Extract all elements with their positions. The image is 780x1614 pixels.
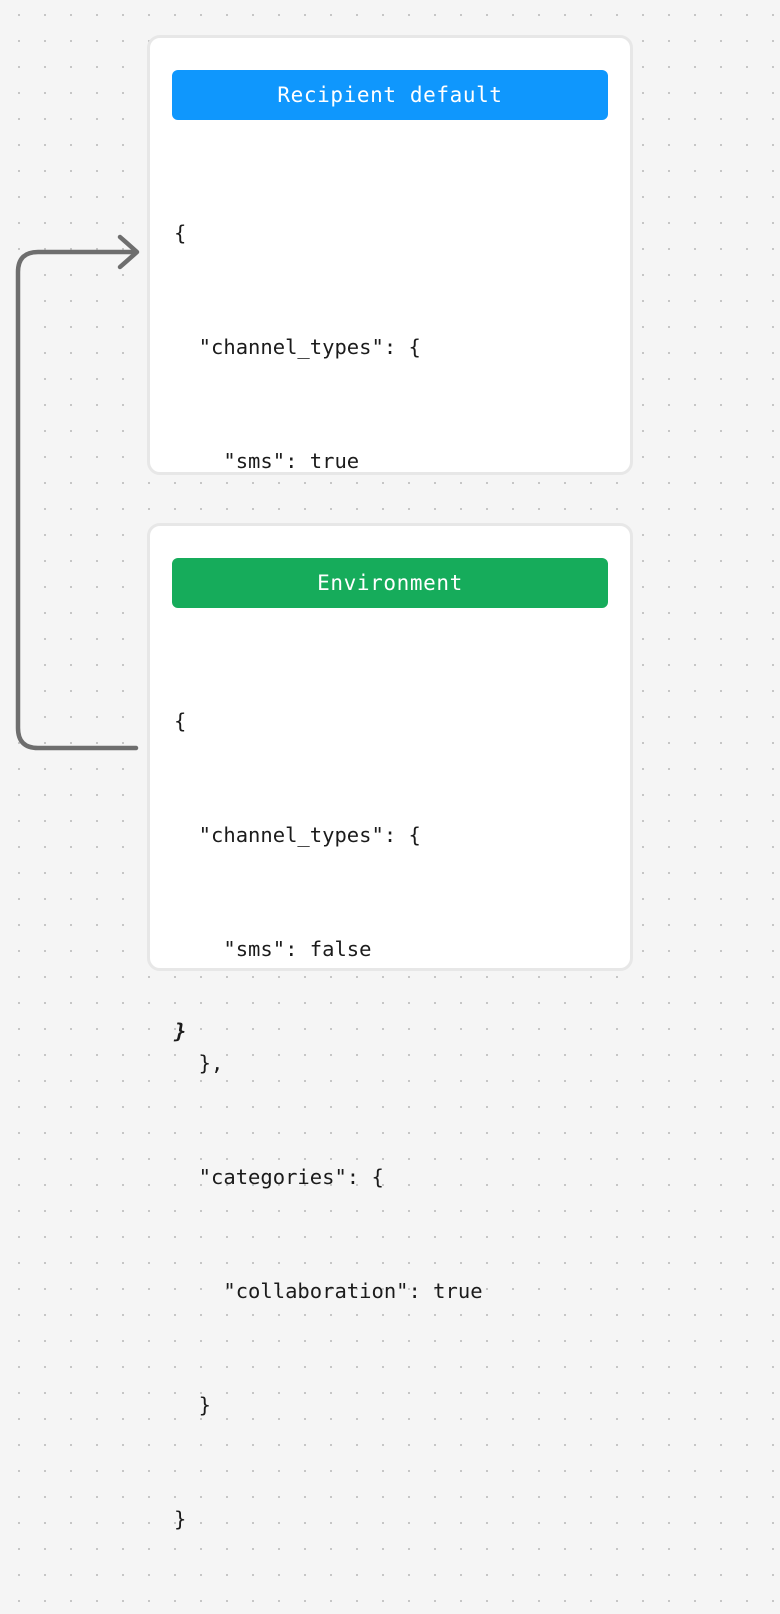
card-title-recipient-default: Recipient default — [277, 83, 503, 107]
json-line: "channel_types": { — [174, 335, 421, 359]
json-line: "categories": { — [174, 1165, 384, 1189]
json-line: "sms": false — [174, 937, 372, 961]
card-header-environment: Environment — [172, 558, 608, 608]
json-line: } — [174, 1393, 212, 1417]
arrow-path — [15, 249, 139, 751]
json-body-environment: { "channel_types": { "sms": false }, "ca… — [174, 626, 616, 1614]
json-line: { — [174, 221, 187, 245]
json-line: { — [174, 709, 187, 733]
card-header-recipient-default: Recipient default — [172, 70, 608, 120]
json-line: "channel_types": { — [174, 823, 421, 847]
card-recipient-default[interactable]: Recipient default { "channel_types": { "… — [147, 35, 633, 1043]
diagram-canvas: Recipient default { "channel_types": { "… — [15, 35, 633, 1531]
card-environment[interactable]: Environment { "channel_types": { "sms": … — [147, 523, 633, 1531]
card-title-environment: Environment — [317, 571, 463, 595]
json-line: }, — [174, 1051, 224, 1075]
json-line: } — [174, 1507, 187, 1531]
json-line: "sms": true — [174, 449, 360, 473]
arrow-head-icon — [117, 234, 140, 270]
json-line: "collaboration": true — [174, 1279, 483, 1303]
